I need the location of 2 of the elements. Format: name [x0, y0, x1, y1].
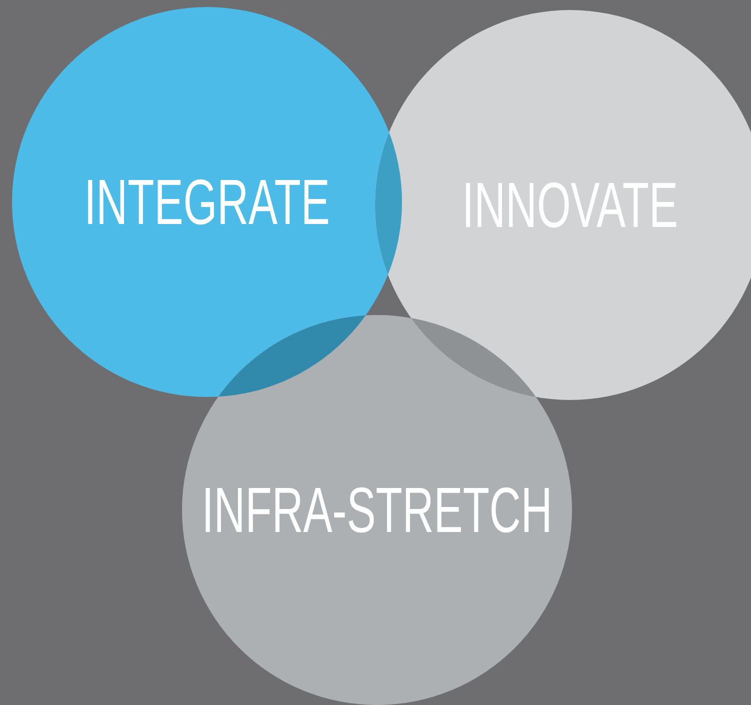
circle-label: INFRA-STRETCH — [202, 478, 552, 542]
circle-label: INTEGRATE — [84, 170, 330, 234]
